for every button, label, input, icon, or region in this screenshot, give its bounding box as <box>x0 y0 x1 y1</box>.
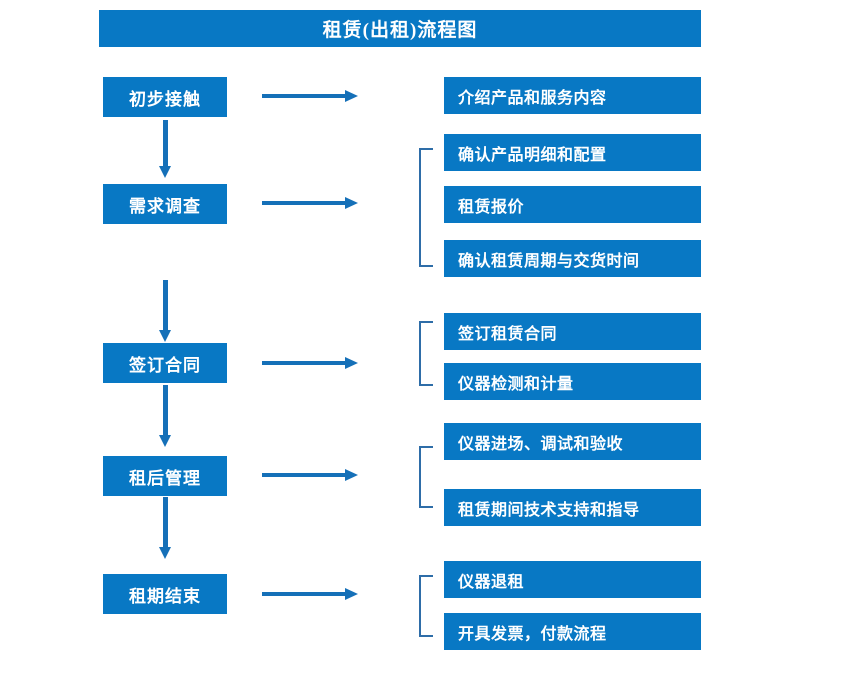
arrow-shaft <box>262 473 346 477</box>
arrow-shaft <box>163 120 168 167</box>
group-bracket-lease-end <box>419 575 433 637</box>
stage-box-sign-contract[interactable]: 签订合同 <box>103 343 227 383</box>
group-bracket-sign-contract <box>419 321 433 386</box>
arrow-shaft <box>163 385 168 436</box>
detail-box-instrument-entry-commissioning[interactable]: 仪器进场、调试和验收 <box>444 423 701 460</box>
arrow-down-stage-3-to-4 <box>159 385 172 447</box>
arrow-right-stage-1 <box>262 90 358 102</box>
stage-box-lease-end[interactable]: 租期结束 <box>103 574 227 614</box>
detail-box-confirm-period-delivery[interactable]: 确认租赁周期与交货时间 <box>444 240 701 277</box>
arrow-head <box>159 435 171 447</box>
arrow-head <box>159 166 171 178</box>
arrow-down-stage-1-to-2 <box>159 120 172 178</box>
arrow-head <box>159 547 171 559</box>
detail-box-invoice-payment[interactable]: 开具发票，付款流程 <box>444 613 701 650</box>
arrow-head <box>345 357 358 369</box>
arrow-shaft <box>163 497 168 548</box>
stage-box-demand-survey[interactable]: 需求调查 <box>103 184 227 224</box>
arrow-head <box>345 90 358 102</box>
stage-box-post-rental-management[interactable]: 租后管理 <box>103 456 227 496</box>
arrow-shaft <box>262 94 346 98</box>
arrow-right-stage-3 <box>262 357 358 369</box>
arrow-down-stage-4-to-5 <box>159 497 172 559</box>
stage-box-initial-contact[interactable]: 初步接触 <box>103 77 227 117</box>
arrow-right-stage-4 <box>262 469 358 481</box>
arrow-head <box>345 588 358 600</box>
detail-box-instrument-inspection[interactable]: 仪器检测和计量 <box>444 363 701 400</box>
arrow-head <box>345 469 358 481</box>
arrow-shaft <box>262 361 346 365</box>
arrow-head <box>159 330 171 342</box>
group-bracket-post-rental <box>419 446 433 508</box>
page-title: 租赁(出租)流程图 <box>99 10 701 47</box>
arrow-shaft <box>262 201 346 205</box>
detail-box-confirm-product-spec[interactable]: 确认产品明细和配置 <box>444 134 701 171</box>
arrow-down-stage-2-to-3 <box>159 280 172 342</box>
detail-box-rental-quotation[interactable]: 租赁报价 <box>444 186 701 223</box>
arrow-shaft <box>163 280 168 331</box>
arrow-right-stage-2 <box>262 197 358 209</box>
detail-box-technical-support[interactable]: 租赁期间技术支持和指导 <box>444 489 701 526</box>
detail-box-introduce-products[interactable]: 介绍产品和服务内容 <box>444 77 701 114</box>
arrow-head <box>345 197 358 209</box>
arrow-shaft <box>262 592 346 596</box>
detail-box-instrument-return[interactable]: 仪器退租 <box>444 561 701 598</box>
detail-box-sign-rental-contract[interactable]: 签订租赁合同 <box>444 313 701 350</box>
arrow-right-stage-5 <box>262 588 358 600</box>
group-bracket-demand-survey <box>419 148 433 267</box>
